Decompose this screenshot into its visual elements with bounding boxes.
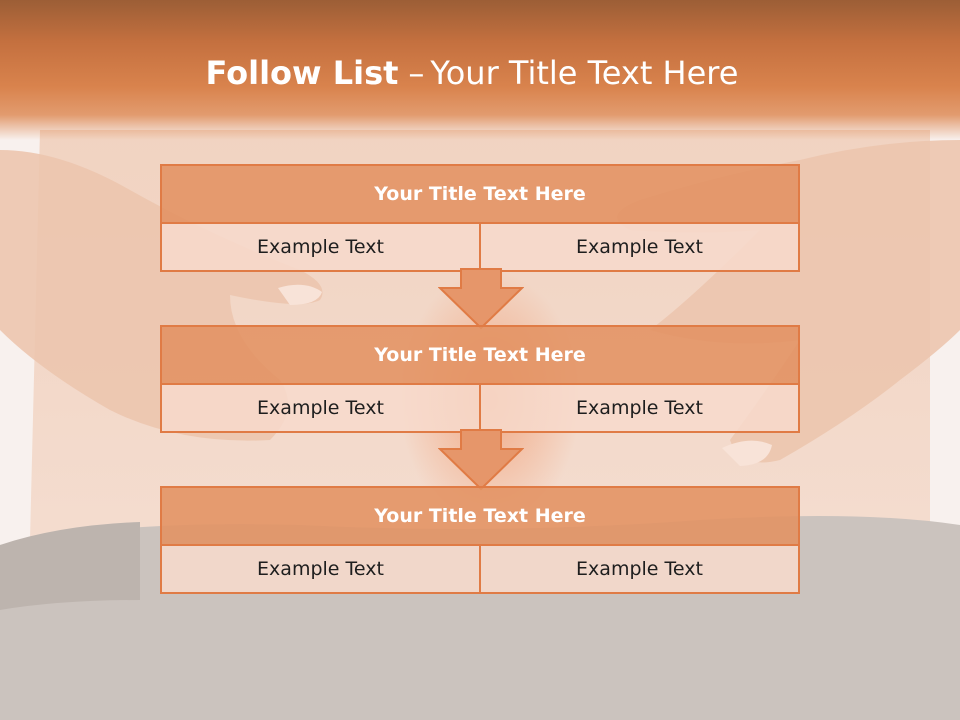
step-title-2: Your Title Text Here (162, 327, 798, 385)
step-box-1: Your Title Text Here Example Text Exampl… (160, 164, 800, 272)
step-row-3: Example Text Example Text (162, 546, 798, 592)
step-2-left-cell: Example Text (162, 385, 479, 431)
step-box-3: Your Title Text Here Example Text Exampl… (160, 486, 800, 594)
step-1-right-cell: Example Text (479, 224, 798, 270)
step-row-1: Example Text Example Text (162, 224, 798, 270)
down-arrow-icon (438, 268, 524, 330)
step-title-1: Your Title Text Here (162, 166, 798, 224)
slide-title: Follow List–Your Title Text Here (0, 54, 944, 92)
down-arrow-icon (438, 429, 524, 491)
title-dash: – (408, 54, 425, 92)
title-bold: Follow List (205, 54, 399, 92)
step-row-2: Example Text Example Text (162, 385, 798, 431)
step-2-right-cell: Example Text (479, 385, 798, 431)
header-band (0, 0, 960, 140)
step-3-left-cell: Example Text (162, 546, 479, 592)
step-1-left-cell: Example Text (162, 224, 479, 270)
step-title-3: Your Title Text Here (162, 488, 798, 546)
title-rest: Your Title Text Here (430, 54, 739, 92)
step-box-2: Your Title Text Here Example Text Exampl… (160, 325, 800, 433)
step-3-right-cell: Example Text (479, 546, 798, 592)
